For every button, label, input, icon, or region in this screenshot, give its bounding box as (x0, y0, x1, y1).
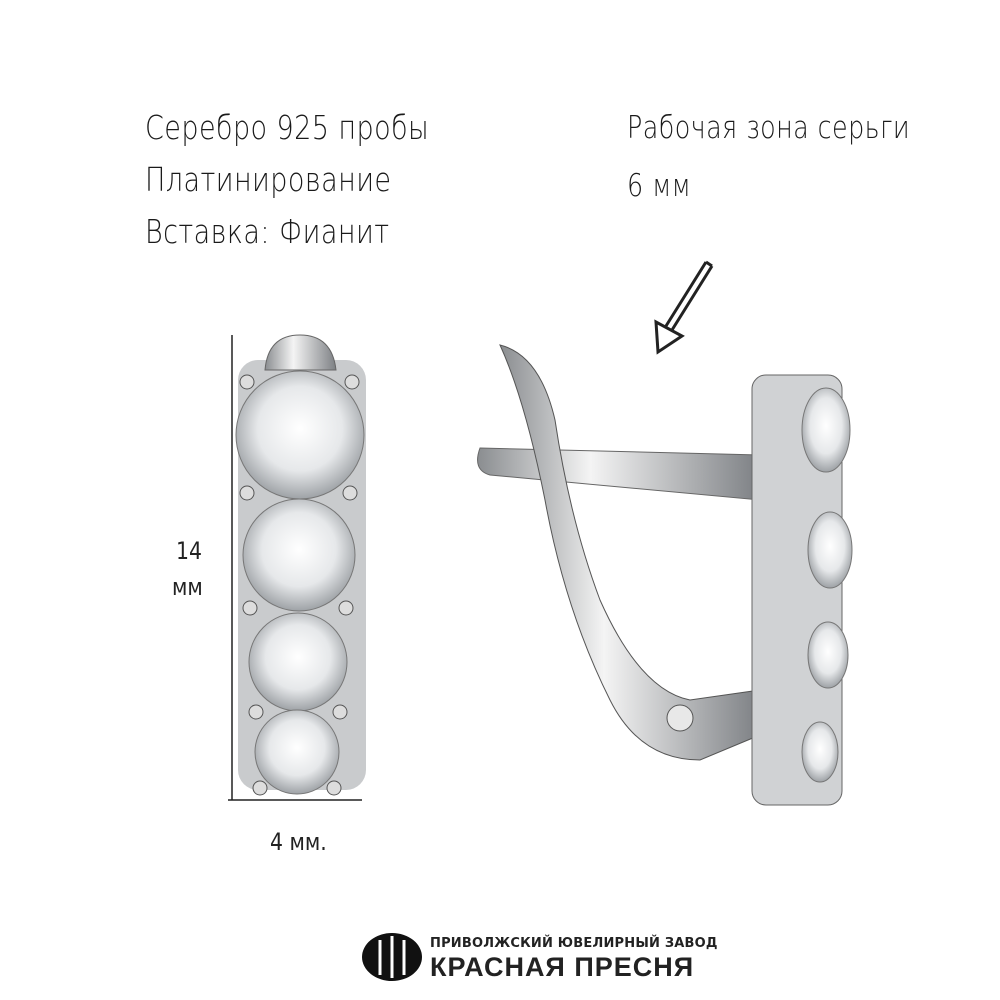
earring-side-view (477, 344, 853, 806)
spec-material: Серебро 925 пробы (145, 108, 430, 147)
working-zone-value: 6 мм (627, 168, 692, 204)
brand-name: КРАСНАЯ ПРЕСНЯ (430, 952, 695, 982)
arrow-icon (654, 260, 714, 355)
spec-insert: Вставка: Фианит (145, 212, 390, 251)
brand-logo-icon (362, 933, 422, 981)
width-label: 4 мм. (270, 828, 327, 856)
brand-tagline: ПРИВОЛЖСКИЙ ЮВЕЛИРНЫЙ ЗАВОД (430, 936, 718, 951)
spec-coating: Платинирование (145, 160, 392, 199)
working-zone-label: Рабочая зона серьги (627, 110, 911, 146)
height-unit: мм (172, 573, 203, 601)
earring-front-view (235, 334, 366, 796)
height-value: 14 (176, 537, 202, 565)
